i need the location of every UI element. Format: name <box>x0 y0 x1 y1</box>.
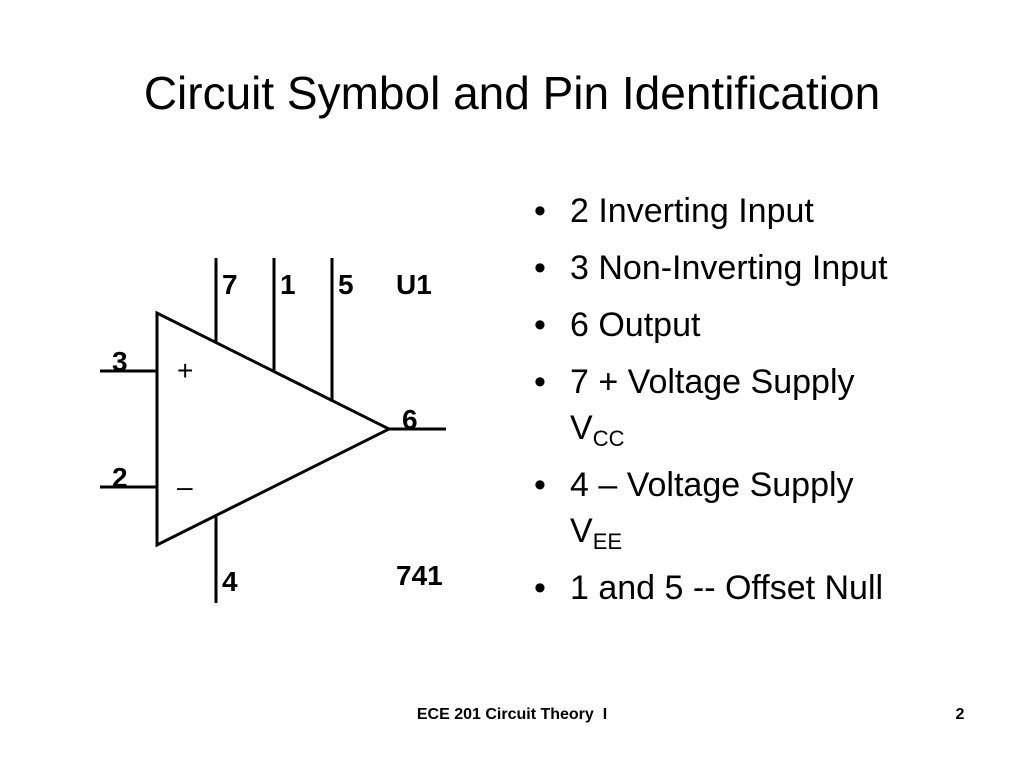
bullet-text: 3 Non-Inverting Input <box>570 249 888 287</box>
designator-label: U1 <box>396 269 432 300</box>
list-item: 3 Non-Inverting Input <box>528 245 998 291</box>
pin3-label: 3 <box>112 346 128 377</box>
pin2-label: 2 <box>112 462 128 493</box>
inverting-sign: – <box>177 471 193 502</box>
list-item: 2 Inverting Input <box>528 188 998 234</box>
part-number-label: 741 <box>396 560 443 591</box>
voltage-symbol: V <box>570 512 593 550</box>
bullet-text: 2 Inverting Input <box>570 192 814 230</box>
bullet-continuation: VEE <box>570 508 998 554</box>
pin-description-list: 2 Inverting Input 3 Non-Inverting Input … <box>528 188 998 622</box>
footer-course-text: ECE 201 Circuit Theory I <box>416 706 608 723</box>
pin5-label: 5 <box>338 269 354 300</box>
pin4-label: 4 <box>222 566 238 597</box>
slide-title: Circuit Symbol and Pin Identification <box>143 67 881 119</box>
page-number: 2 <box>955 706 965 723</box>
bullet-text: 6 Output <box>570 306 701 344</box>
pin1-label: 1 <box>280 269 296 300</box>
bullet-continuation: VCC <box>570 405 998 451</box>
bullet-text: 1 and 5 -- Offset Null <box>570 569 884 607</box>
non-inverting-sign: + <box>177 355 193 386</box>
bullet-text: 4 – Voltage Supply <box>570 466 854 504</box>
pin7-label: 7 <box>222 269 238 300</box>
list-item: 7 + Voltage Supply VCC <box>528 359 998 451</box>
bullet-text: 7 + Voltage Supply <box>570 363 855 401</box>
voltage-subscript: EE <box>592 529 623 554</box>
pin6-label: 6 <box>402 404 418 435</box>
list-item: 1 and 5 -- Offset Null <box>528 565 998 611</box>
voltage-subscript: CC <box>592 426 625 451</box>
footer-course-title: ECE 201 Circuit Theory I <box>0 706 1024 724</box>
list-item: 4 – Voltage Supply VEE <box>528 462 998 554</box>
voltage-symbol: V <box>570 409 593 447</box>
list-item: 6 Output <box>528 302 998 348</box>
